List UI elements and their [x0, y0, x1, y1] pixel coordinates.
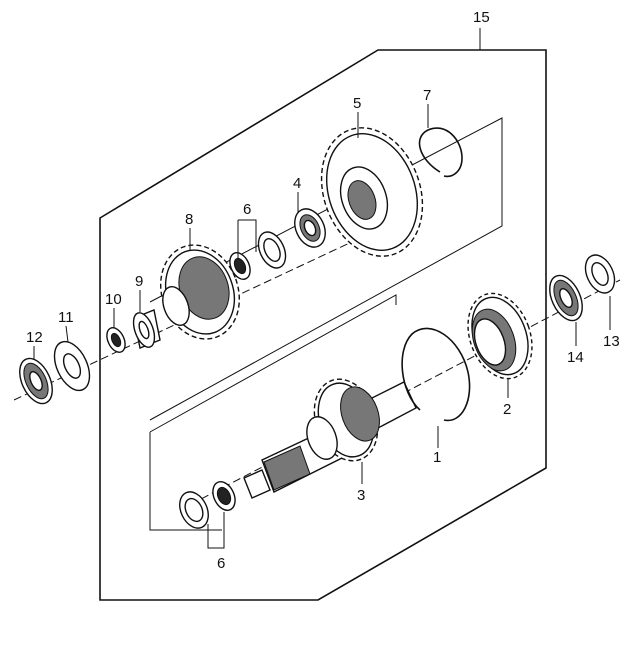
assembly-outline-15 [99, 49, 547, 601]
part-2-ring-gear [467, 292, 533, 380]
part-9-collar [132, 309, 161, 349]
callout-13: 13 [603, 333, 620, 350]
callout-15: 15 [473, 9, 490, 26]
part-6-upper-bearing [229, 231, 287, 280]
callout-7: 7 [423, 87, 431, 104]
part-14-needle-bearing [549, 274, 583, 322]
callout-12: 12 [26, 329, 43, 346]
part-13-thrust-washer [584, 254, 616, 294]
callout-2: 2 [503, 401, 511, 418]
axis-line-lower [179, 279, 621, 511]
callout-6-upper: 6 [243, 201, 251, 218]
lower-subassembly-box [149, 294, 397, 531]
callout-1: 1 [433, 449, 441, 466]
part-1-circlip [401, 327, 471, 422]
part-3-main-shaft [243, 378, 417, 499]
callout-6-lower: 6 [217, 555, 225, 572]
callout-11: 11 [58, 309, 74, 326]
callout-8: 8 [185, 211, 193, 228]
part-10-bearing [106, 327, 126, 353]
callout-4: 4 [293, 175, 301, 192]
part-7-snap-ring [418, 127, 463, 178]
callout-10: 10 [105, 291, 122, 308]
callout-9: 9 [135, 273, 143, 290]
part-12-needle-bearing [19, 357, 53, 405]
part-4-bearing [294, 208, 326, 248]
part-8-gear [159, 244, 241, 340]
callout-14: 14 [567, 349, 584, 366]
callout-3: 3 [357, 487, 365, 504]
part-6-lower-bearing [179, 481, 236, 529]
callout-5: 5 [353, 95, 361, 112]
leader-lines [33, 28, 611, 549]
part-5-large-gear [320, 127, 424, 257]
part-11-thrust-washer [53, 340, 91, 392]
upper-subassembly-box [149, 117, 503, 421]
